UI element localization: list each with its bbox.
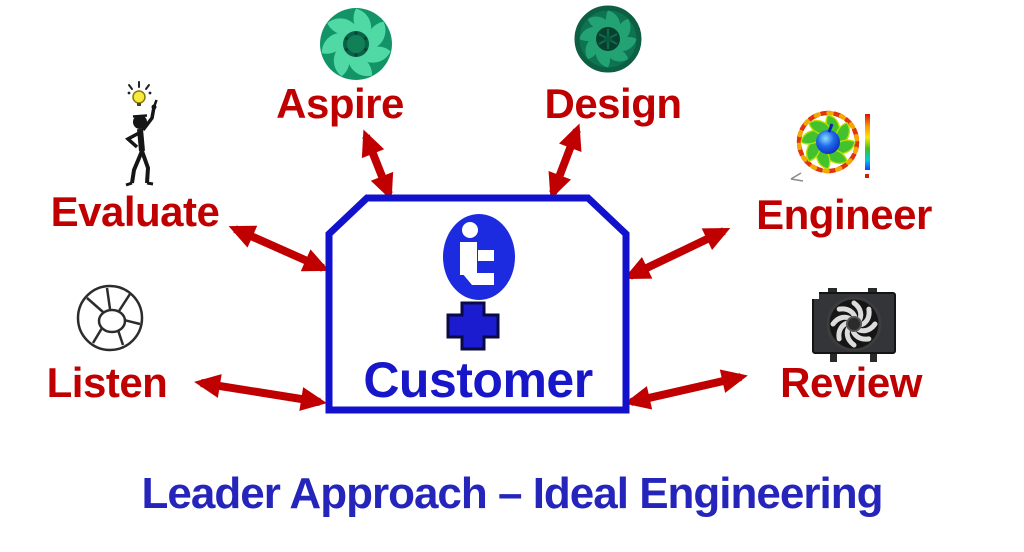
arrow-listen-customer <box>194 374 327 411</box>
idea-person-sketch-icon <box>124 81 158 187</box>
arrow-aspire-customer <box>361 129 394 201</box>
connector-arrows <box>194 123 748 411</box>
arrow-design-customer <box>548 123 582 200</box>
logo-dash <box>478 250 494 261</box>
logo-i-stem <box>460 242 477 275</box>
arrow-evaluate-customer <box>228 225 330 272</box>
green-rimmed-fan-icon <box>574 5 642 73</box>
page-title: Leader Approach – Ideal Engineering <box>141 469 884 518</box>
lightbulb-icon <box>132 90 146 104</box>
logo-foot <box>462 273 494 285</box>
radiator-fan-assembly-icon <box>812 288 896 362</box>
plus-icon <box>446 301 500 351</box>
node-label-engineer: Engineer <box>756 191 932 238</box>
logo-i-dot <box>462 222 478 238</box>
fan-outline-sketch-icon <box>76 284 144 352</box>
customer-label: Customer <box>363 352 593 408</box>
node-label-review: Review <box>780 359 922 406</box>
green-fan-impeller-icon <box>317 8 394 83</box>
node-label-design: Design <box>544 80 682 127</box>
node-label-evaluate: Evaluate <box>50 188 220 235</box>
arrow-engineer-customer <box>623 227 731 280</box>
node-label-aspire: Aspire <box>276 80 404 127</box>
node-label-listen: Listen <box>46 359 168 406</box>
arrow-review-customer <box>624 369 748 410</box>
cfd-axis-triad <box>790 172 804 182</box>
ideal-engineering-logo <box>443 214 515 300</box>
cfd-fan-simulation-icon <box>790 110 870 182</box>
cfd-color-scale <box>865 114 870 170</box>
